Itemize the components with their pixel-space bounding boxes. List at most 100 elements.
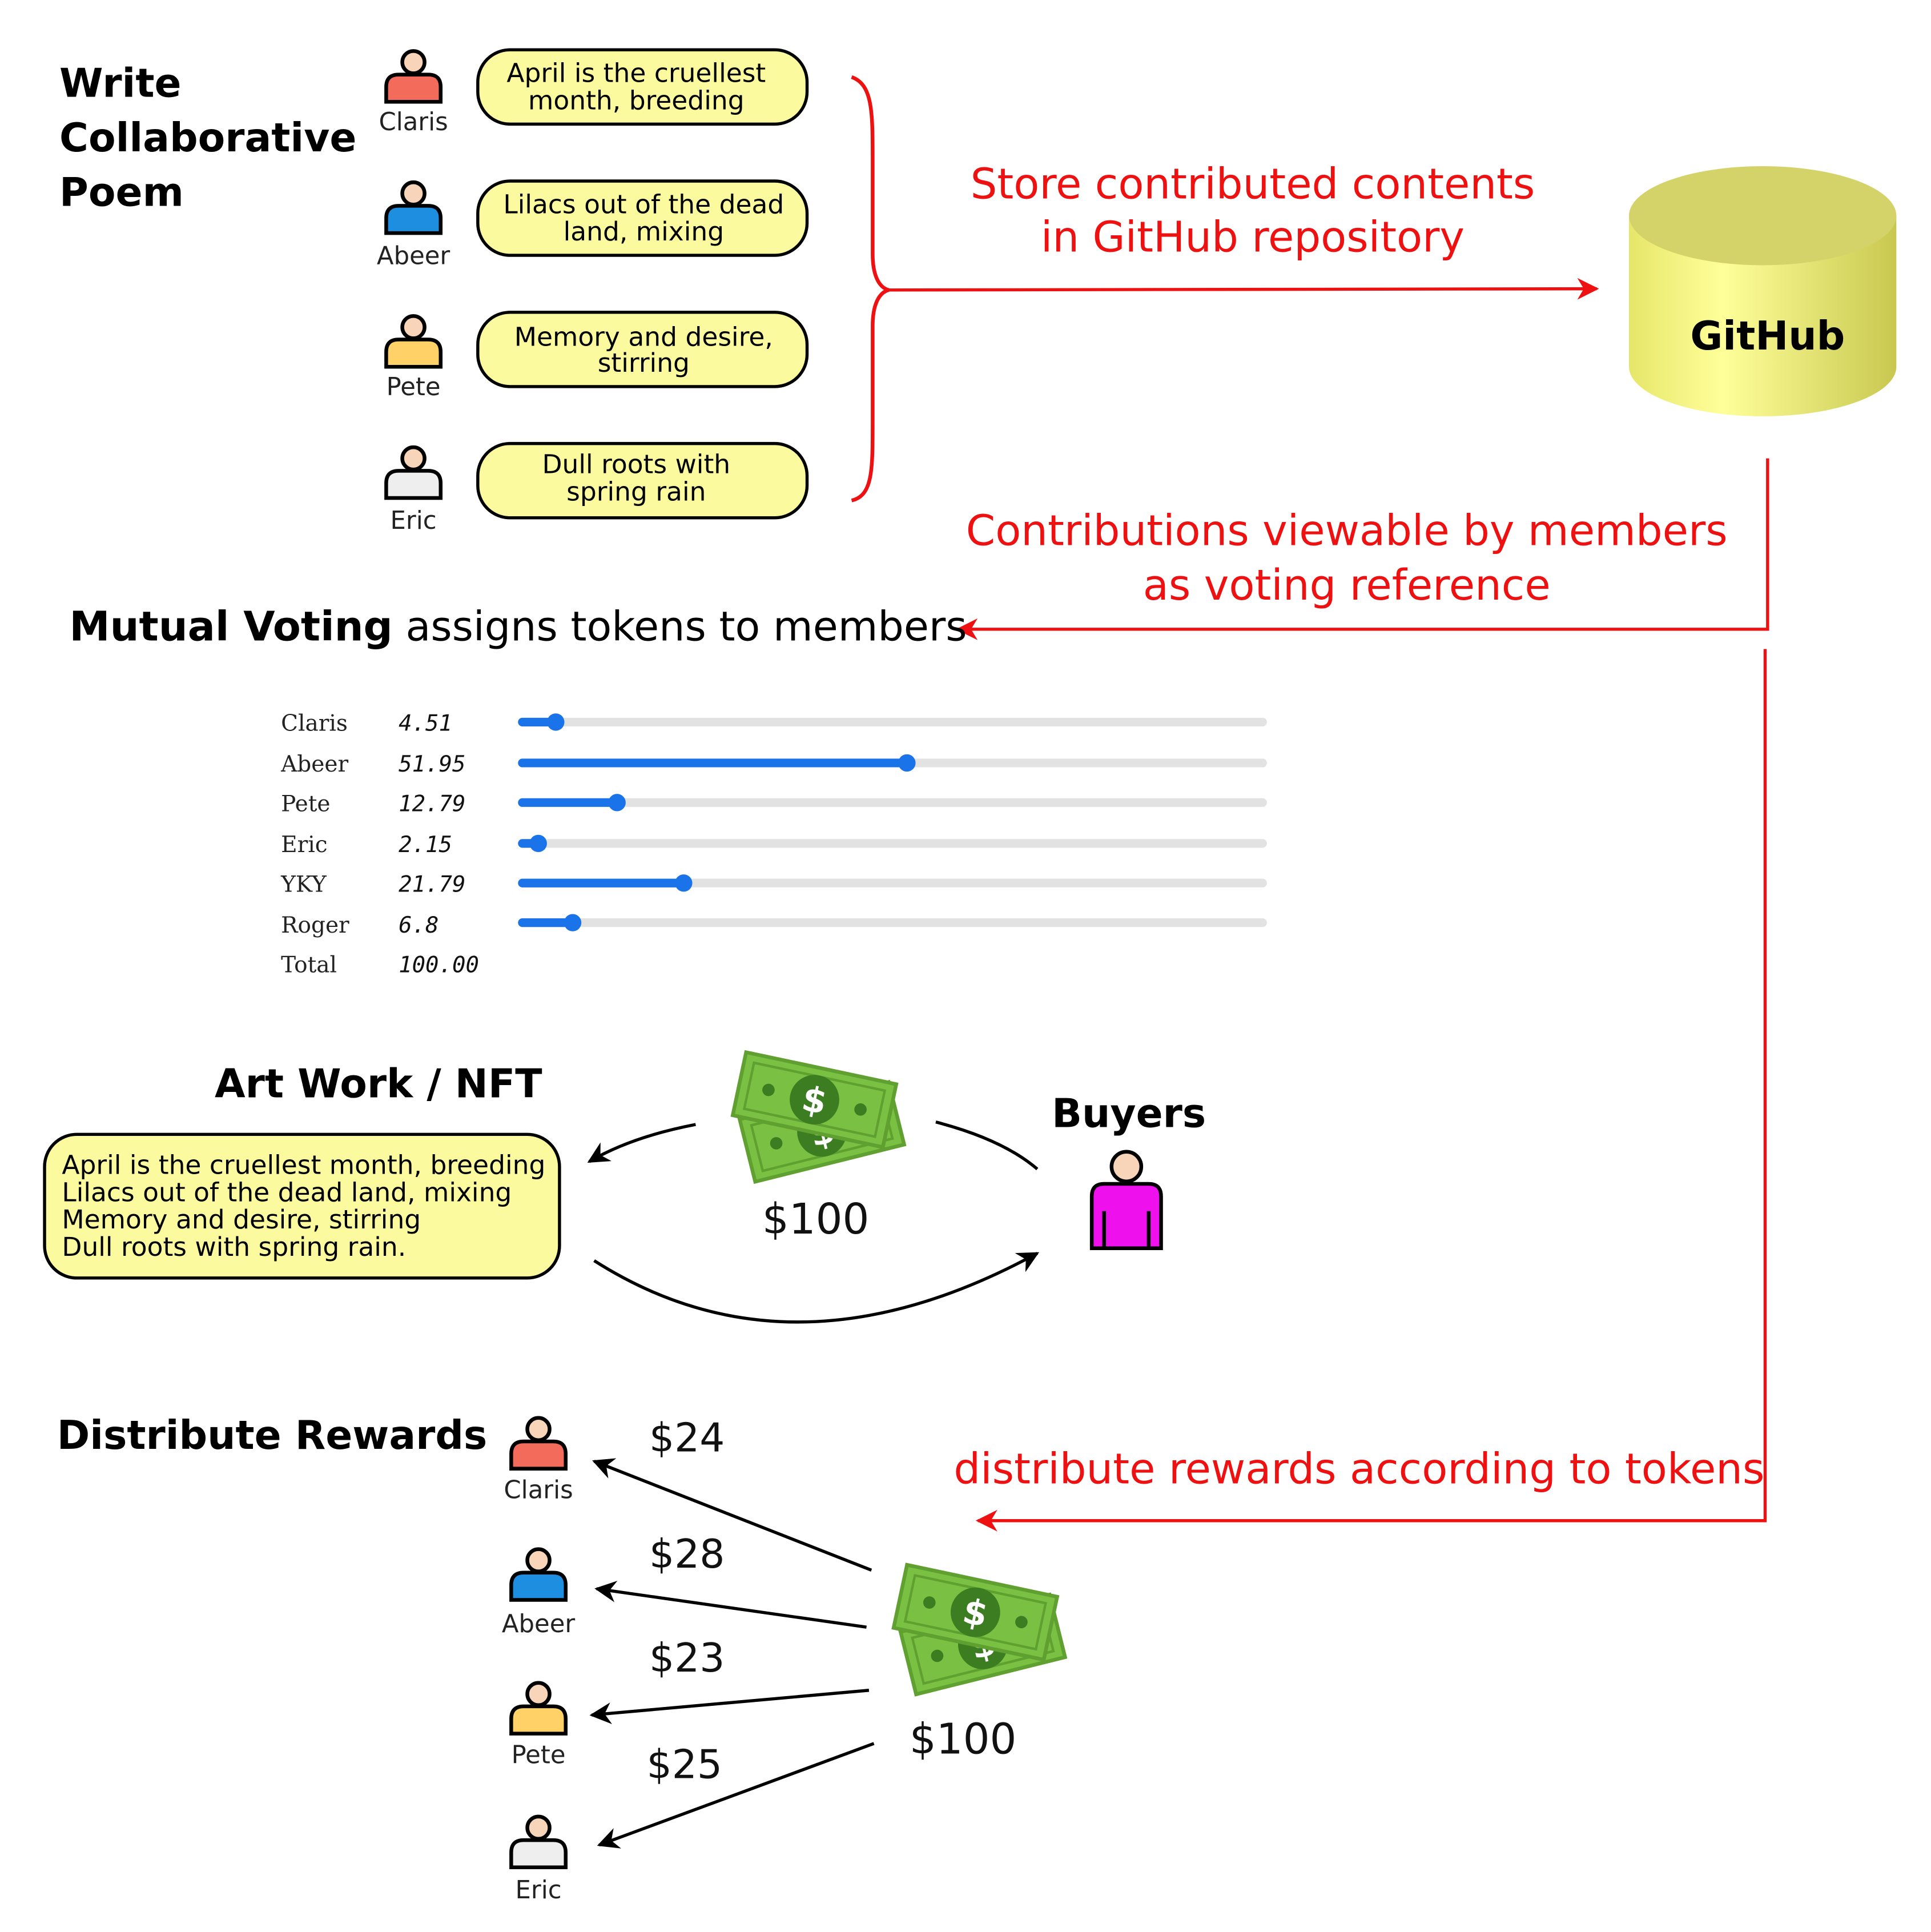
- reward-amount: $28: [649, 1532, 725, 1577]
- reward-claris: Claris $24: [504, 1415, 725, 1504]
- contribution-line: land, mixing: [564, 216, 725, 247]
- vote-slider-knob[interactable]: [898, 754, 916, 772]
- person-icon: [511, 1817, 565, 1867]
- contribution-bubble: [476, 441, 809, 520]
- buyers-heading: Buyers: [1052, 1091, 1206, 1136]
- reward-arrow: [594, 1581, 867, 1629]
- person-icon: [511, 1683, 565, 1734]
- poem-line: Lilacs out of the dead land, mixing: [62, 1177, 512, 1207]
- contribution-line: Lilacs out of the dead: [503, 189, 784, 219]
- vote-row: Pete 12.79: [281, 792, 1267, 817]
- contributor-name: Claris: [379, 108, 448, 136]
- store-annotation-line-1: Store contributed contents: [971, 160, 1535, 208]
- curly-brace: [851, 75, 890, 503]
- voting-table: Claris 4.51 Abeer 51.95 Pete 12.79 Eric …: [280, 711, 1267, 978]
- vote-value: 21.79: [399, 871, 465, 897]
- vote-row: Eric 2.15: [281, 832, 1267, 858]
- contributor-name: Pete: [387, 373, 441, 401]
- vote-row: Roger 6.8: [281, 913, 1267, 938]
- vote-member-name: Eric: [281, 832, 327, 858]
- distribute-heading: Distribute Rewards: [57, 1413, 488, 1459]
- contributor-eric: Eric Dull roots with spring rain: [386, 441, 809, 535]
- reward-arrow: [589, 1689, 870, 1724]
- person-icon: [386, 51, 440, 102]
- money-icon: [894, 1565, 1065, 1694]
- artwork-heading: Art Work / NFT: [215, 1061, 542, 1107]
- reward-amount: $23: [649, 1636, 725, 1681]
- contributor-abeer: Abeer Lilacs out of the dead land, mixin…: [377, 179, 809, 270]
- vote-slider-knob[interactable]: [547, 713, 565, 731]
- reward-amount: $25: [647, 1742, 722, 1788]
- poem-line: April is the cruellest month, breeding: [62, 1150, 545, 1180]
- buyer-person: [1089, 1150, 1163, 1251]
- person-icon: [386, 316, 440, 367]
- contribution-bubble: [476, 311, 809, 388]
- vote-member-name: YKY: [280, 871, 327, 897]
- rewards-total: $100: [910, 1715, 1017, 1764]
- vote-row: Claris 4.51: [281, 711, 1267, 737]
- contribution-line: month, breeding: [528, 85, 745, 115]
- contributor-name: Abeer: [377, 242, 450, 270]
- vote-member-name: Claris: [281, 711, 348, 737]
- person-icon: [386, 182, 440, 233]
- vote-row: Abeer 51.95: [280, 752, 1267, 777]
- reward-eric: Eric $25: [511, 1742, 722, 1905]
- github-database: GitHub: [1629, 166, 1897, 416]
- reward-amount: $24: [649, 1415, 725, 1461]
- person-icon: [511, 1418, 565, 1469]
- payment-arrow: [587, 1123, 696, 1163]
- poem-bubble: [43, 1132, 561, 1280]
- vote-value: 2.15: [399, 832, 452, 858]
- artwork-poem: April is the cruellest month, breeding L…: [43, 1132, 561, 1280]
- vote-slider-knob[interactable]: [608, 794, 626, 812]
- poem-line: Memory and desire, stirring: [62, 1204, 421, 1235]
- vote-value: 6.8: [399, 913, 439, 938]
- vote-slider-knob[interactable]: [529, 834, 547, 853]
- contribution-line: Dull roots with: [542, 449, 730, 480]
- write-heading-line-2: Collaborative: [59, 115, 356, 161]
- write-heading-line-1: Write: [59, 61, 181, 107]
- viewable-arrow: [956, 458, 1769, 640]
- contribution-line: stirring: [598, 348, 690, 378]
- reward-member-name: Abeer: [502, 1610, 575, 1638]
- contribution-line: April is the cruellest: [506, 58, 766, 89]
- payment-arrow-tail: [935, 1120, 1039, 1171]
- poem-line: Dull roots with spring rain.: [62, 1232, 406, 1262]
- artwork-price: $100: [762, 1195, 870, 1244]
- contributor-pete: Pete Memory and desire, stirring: [386, 311, 809, 401]
- vote-total-value: 100.00: [399, 952, 479, 978]
- contribution-line: spring rain: [566, 476, 706, 507]
- vote-value: 12.79: [399, 792, 465, 817]
- contributor-claris: Claris April is the cruellest month, bre…: [379, 48, 809, 136]
- distribute-arrow: [975, 649, 1767, 1532]
- vote-slider-knob[interactable]: [564, 914, 582, 931]
- write-heading-line-3: Poem: [59, 170, 184, 215]
- reward-member-name: Eric: [516, 1876, 562, 1905]
- vote-member-name: Abeer: [280, 752, 348, 777]
- contribution-bubble: [476, 48, 809, 126]
- money-icon: [733, 1053, 904, 1182]
- reward-arrow: [592, 1458, 872, 1572]
- reward-abeer: Abeer $28: [502, 1532, 725, 1638]
- vote-value: 51.95: [399, 752, 465, 777]
- vote-slider-knob[interactable]: [675, 874, 693, 892]
- contributor-name: Eric: [391, 507, 437, 535]
- viewable-annotation-line-2: as voting reference: [1143, 561, 1551, 610]
- store-annotation-line-2: in GitHub repository: [1041, 214, 1465, 262]
- reward-member-name: Claris: [504, 1476, 573, 1505]
- viewable-annotation-line-1: Contributions viewable by members: [966, 507, 1728, 555]
- vote-value: 4.51: [399, 711, 452, 737]
- mutual-voting-heading: Mutual Voting assigns tokens to members: [69, 603, 967, 650]
- vote-member-name: Roger: [281, 913, 349, 938]
- artwork-transfer-arrow: [593, 1252, 1040, 1324]
- database-icon: [1629, 215, 1897, 416]
- write-poem-heading: Write Collaborative Poem: [59, 61, 356, 216]
- vote-total-label: Total: [281, 952, 337, 978]
- store-arrow: [888, 278, 1599, 300]
- person-icon: [386, 447, 440, 498]
- github-label: GitHub: [1690, 314, 1845, 359]
- vote-row: YKY 21.79: [280, 871, 1267, 897]
- vote-member-name: Pete: [281, 792, 330, 817]
- contribution-bubble: [476, 179, 809, 257]
